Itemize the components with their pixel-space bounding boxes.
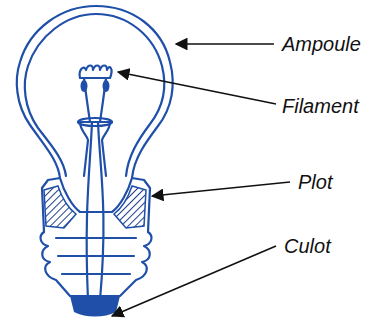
part-label: Filament: [282, 96, 359, 116]
support-bead: [81, 80, 88, 92]
glass-stem: [78, 122, 112, 176]
part-label: Ampoule: [282, 34, 361, 54]
leader-arrow: [176, 43, 274, 45]
base-contact-tip: [70, 296, 120, 317]
leader-arrow: [112, 246, 276, 316]
support-wires: [84, 78, 106, 300]
glass-inner: [25, 14, 164, 176]
glass-bulb: [17, 6, 173, 178]
filament-coil: [80, 66, 112, 79]
socket-walls: [42, 178, 150, 232]
leader-arrow: [152, 182, 290, 196]
part-label: Culot: [284, 236, 331, 256]
contact-block-right: [114, 186, 146, 228]
contact-block-left: [44, 186, 76, 228]
base-ring: [56, 238, 136, 274]
part-label: Plot: [298, 172, 332, 192]
screw-base: [41, 232, 152, 296]
leader-arrow: [118, 72, 276, 104]
stem-flare: [78, 118, 112, 126]
support-bead: [103, 80, 110, 92]
